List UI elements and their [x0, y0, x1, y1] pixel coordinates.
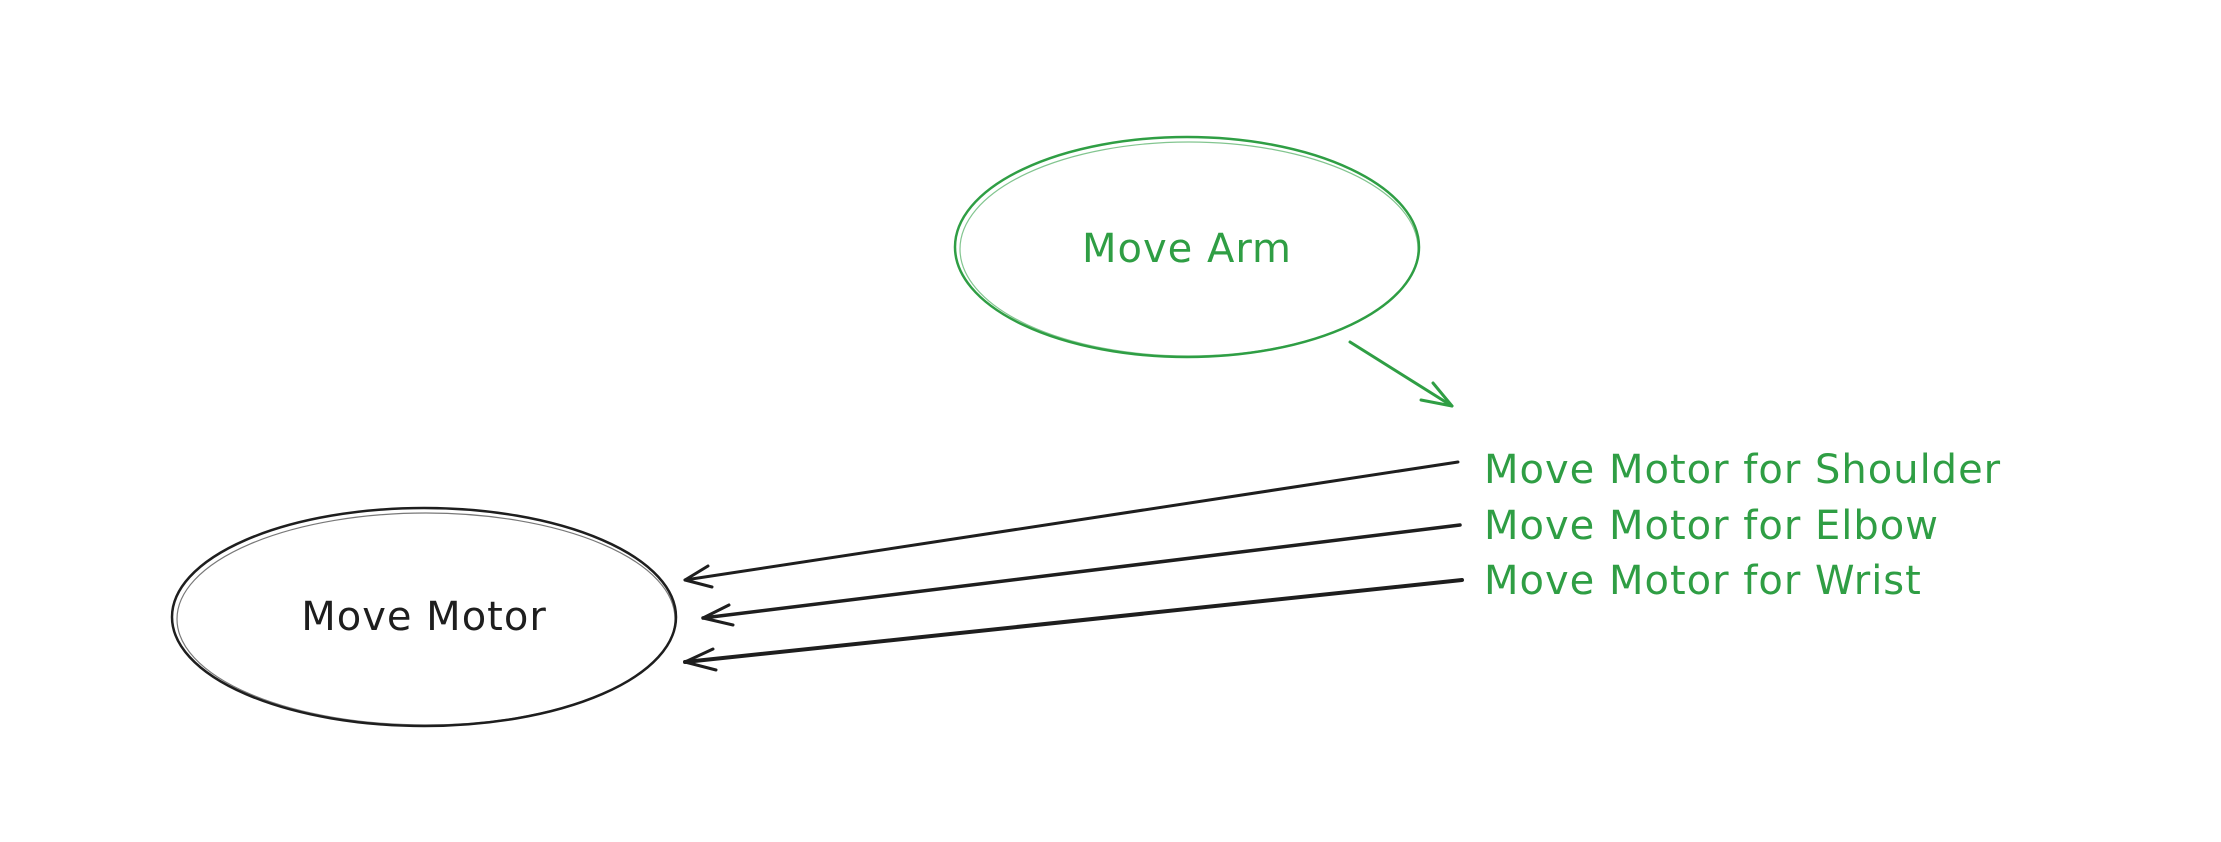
wrist-to-motor-arrow[interactable] [683, 578, 1464, 672]
arrow-shaft [683, 578, 1464, 664]
motor-calls-list: Move Motor for Shoulder Move Motor for E… [1484, 447, 2001, 604]
move-arm-ellipse [953, 135, 1421, 359]
motor-call-elbow[interactable]: Move Motor for Elbow [1484, 503, 1939, 549]
move-motor-node[interactable]: Move Motor [170, 506, 678, 728]
move-arm-label: Move Arm [1082, 226, 1292, 272]
elbow-to-motor-arrow[interactable] [701, 523, 1462, 627]
shoulder-to-motor-arrow[interactable] [683, 460, 1460, 589]
arrow-head [683, 647, 718, 672]
arrow-shaft [1348, 340, 1454, 408]
move-arm-to-calls-arrow[interactable] [1348, 340, 1454, 408]
arrow-head [683, 564, 714, 589]
move-arm-ellipse-sketch [959, 141, 1419, 357]
motor-call-wrist[interactable]: Move Motor for Wrist [1484, 558, 1922, 604]
arrow-shaft [683, 460, 1460, 582]
arrow-shaft [701, 523, 1462, 620]
move-motor-ellipse [170, 506, 678, 728]
motor-call-shoulder[interactable]: Move Motor for Shoulder [1484, 447, 2001, 493]
move-motor-ellipse-sketch [176, 512, 676, 726]
move-motor-label: Move Motor [301, 594, 547, 640]
move-arm-node[interactable]: Move Arm [953, 135, 1421, 359]
arrow-head [701, 603, 735, 627]
arrow-head [1419, 381, 1454, 408]
